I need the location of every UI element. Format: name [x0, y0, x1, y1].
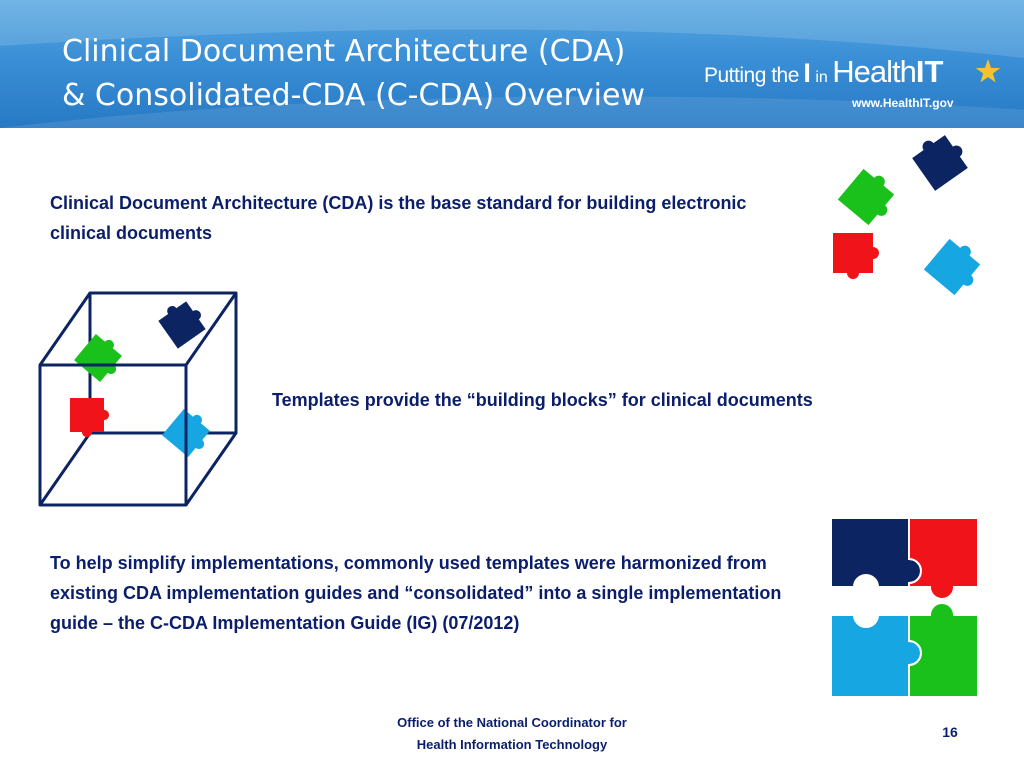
page-number: 16: [942, 724, 958, 740]
puzzle-piece-icon-red: [908, 517, 979, 600]
templates-statement: Templates provide the “building blocks” …: [272, 390, 813, 410]
puzzle-piece-icon-green: [837, 164, 903, 230]
puzzle-piece-icon-blue: [830, 614, 922, 698]
puzzle-piece-icon-navy: [830, 517, 922, 588]
cda-statement: Clinical Document Architecture (CDA) is …: [50, 193, 747, 243]
slide-title: Clinical Document Architecture (CDA) & C…: [62, 30, 645, 118]
logo-in: in: [815, 69, 828, 86]
puzzle-piece-icon-red: [70, 398, 110, 438]
logo-wordmark: Putting the I in HealthIT: [704, 54, 943, 90]
template-cube-illustration: [38, 291, 238, 507]
logo-health: Health: [832, 54, 917, 89]
puzzle-piece-icon-green: [74, 330, 130, 386]
puzzle-piece-icon-green: [908, 602, 979, 698]
logo-letter-i: I: [803, 58, 811, 88]
header-banner: Clinical Document Architecture (CDA) & C…: [0, 0, 1024, 128]
logo-it: IT: [915, 54, 944, 89]
assembled-puzzle-illustration: [830, 517, 979, 698]
footer-org-line-2: Health Information Technology: [416, 737, 608, 752]
logo-url: www.HealthIT.gov: [852, 96, 954, 110]
star-icon: [975, 59, 1001, 83]
logo-putting-the: Putting the: [704, 64, 799, 87]
footer-org-line-1: Office of the National Coordinator for: [397, 715, 627, 730]
ccda-statement: To help simplify implementations, common…: [50, 553, 782, 633]
header-sheen: [0, 0, 1024, 128]
healthit-logo: Putting the I in HealthIT www.HealthIT.g…: [704, 52, 1004, 118]
scattered-puzzle-pieces: [833, 126, 989, 300]
title-line-2: & Consolidated-CDA (C-CDA) Overview: [62, 78, 645, 113]
title-line-1: Clinical Document Architecture (CDA): [62, 34, 626, 69]
puzzle-piece-icon-blue: [923, 234, 989, 300]
puzzle-piece-icon-navy: [908, 126, 973, 191]
footer-organization: Office of the National Coordinator for H…: [300, 712, 724, 756]
puzzle-piece-icon-red: [833, 233, 879, 279]
